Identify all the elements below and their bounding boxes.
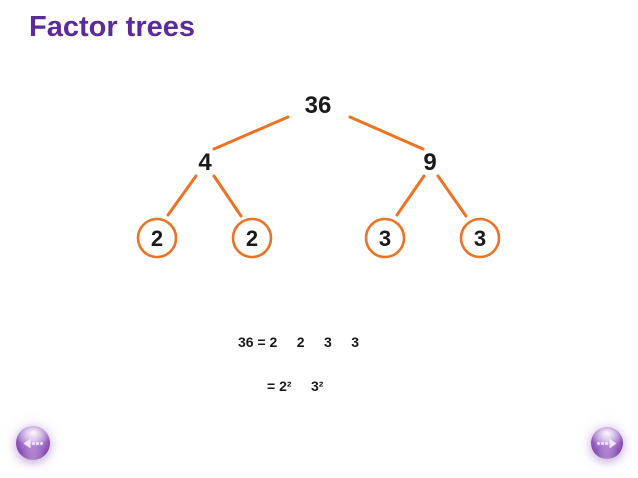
branch-36-to-4 bbox=[212, 115, 290, 151]
equation-prime-factors: 36 = 2 2 3 3 bbox=[238, 334, 360, 350]
branch-4-to-2b bbox=[212, 174, 243, 218]
prime-circle-2b bbox=[231, 217, 273, 259]
tree-leaf-prime: 3 bbox=[473, 226, 487, 251]
tree-leaf-prime: 3 bbox=[378, 226, 392, 251]
branch-4-to-2a bbox=[166, 174, 198, 217]
branch-9-to-3a bbox=[395, 174, 426, 217]
equation-index-form: = 2² 3² bbox=[267, 378, 324, 394]
prev-slide-button[interactable] bbox=[16, 426, 50, 460]
slide-title: Factor trees bbox=[29, 11, 196, 43]
back-arrow-dots-icon bbox=[23, 438, 43, 448]
tree-node-root: 36 bbox=[304, 92, 332, 119]
next-slide-button[interactable] bbox=[591, 427, 623, 459]
branch-36-to-9 bbox=[348, 115, 425, 151]
tree-leaf-prime: 2 bbox=[150, 226, 164, 251]
branch-9-to-3b bbox=[436, 174, 468, 218]
prime-circle-2a bbox=[136, 217, 178, 259]
tree-leaf-prime: 2 bbox=[245, 226, 259, 251]
tree-node-right-factor: 9 bbox=[423, 149, 437, 176]
tree-node-left-factor: 4 bbox=[198, 149, 212, 176]
prime-circle-3a bbox=[364, 217, 406, 259]
forward-arrow-dots-icon bbox=[597, 438, 617, 448]
prime-circle-3b bbox=[459, 217, 501, 259]
